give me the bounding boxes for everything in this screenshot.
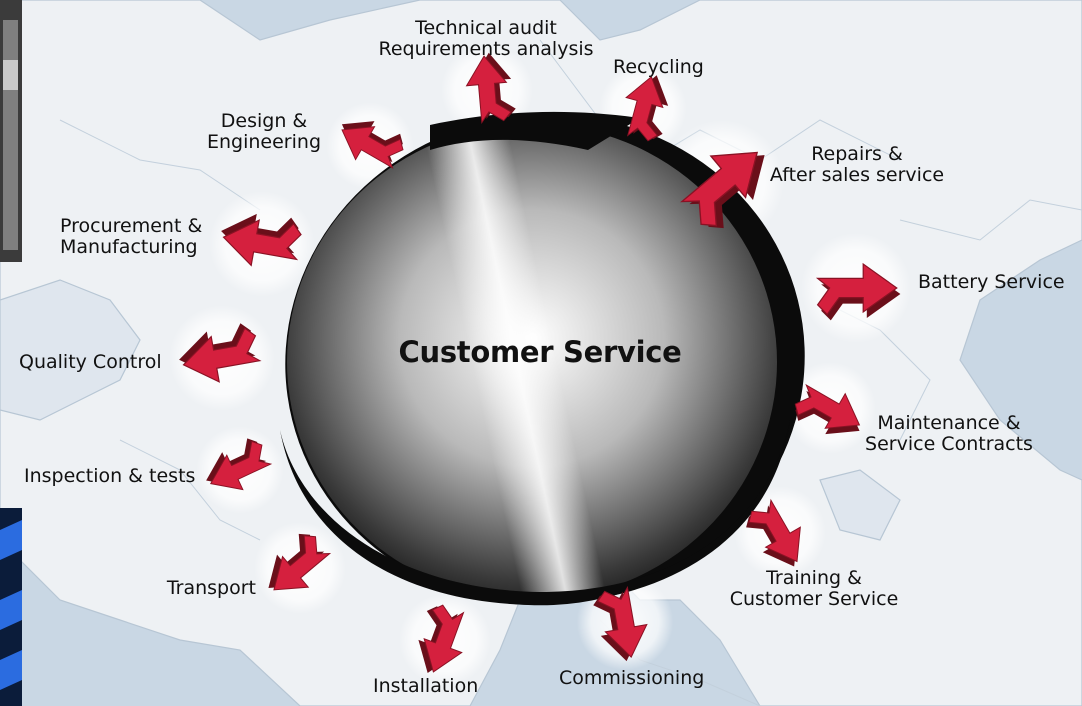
arrow-training bbox=[746, 498, 801, 567]
label-design: Design &Engineering bbox=[207, 110, 321, 153]
label-training: Training &Customer Service bbox=[729, 567, 899, 610]
label-maintenance: Maintenance &Service Contracts bbox=[865, 412, 1033, 455]
arrow-technical-audit bbox=[465, 52, 516, 125]
label-installation: Installation bbox=[373, 675, 479, 697]
arrow-installation bbox=[418, 604, 465, 674]
arrow-repairs bbox=[680, 151, 765, 229]
label-commissioning: Commissioning bbox=[559, 667, 705, 689]
label-quality-control: Quality Control bbox=[19, 351, 162, 373]
arrow-procurement bbox=[221, 213, 302, 267]
arrow-commissioning bbox=[593, 585, 648, 662]
label-transport: Transport bbox=[166, 577, 256, 599]
label-procurement: Procurement &Manufacturing bbox=[60, 215, 203, 258]
arrow-inspection bbox=[206, 438, 273, 491]
arrow-maintenance bbox=[794, 383, 861, 435]
arrow-battery-service bbox=[815, 262, 901, 321]
center-title: Customer Service bbox=[398, 335, 682, 369]
label-inspection: Inspection & tests bbox=[24, 465, 196, 487]
label-repairs: Repairs &After sales service bbox=[769, 143, 945, 186]
arrow-transport bbox=[268, 533, 332, 591]
arrow-recycling bbox=[625, 75, 669, 142]
service-arrows bbox=[179, 52, 901, 674]
label-recycling: Recycling bbox=[613, 56, 704, 78]
label-battery-service: Battery Service bbox=[918, 271, 1065, 293]
arrow-design bbox=[341, 121, 404, 169]
arrow-quality-control bbox=[179, 323, 262, 383]
customer-service-disc bbox=[280, 111, 805, 606]
